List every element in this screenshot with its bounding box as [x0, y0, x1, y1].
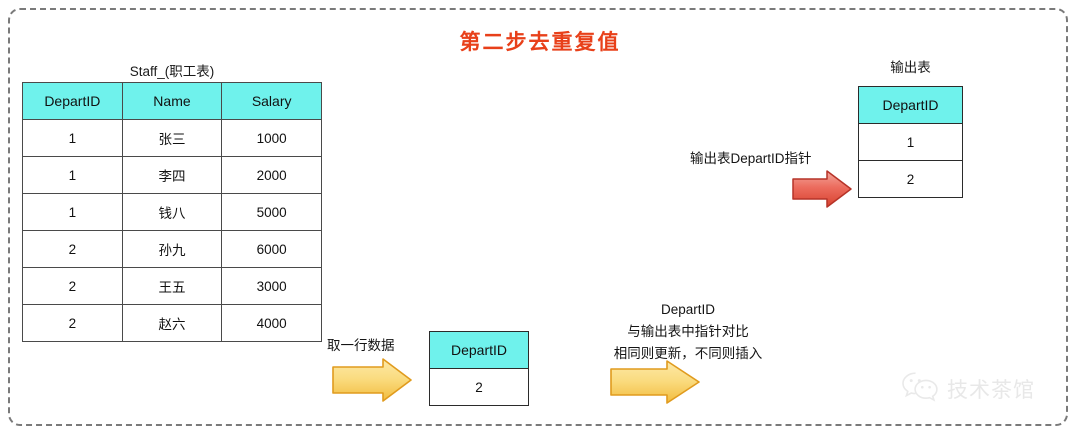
cell-departid: 2	[858, 160, 963, 198]
cell-salary: 2000	[221, 156, 322, 194]
compare-note-line-1: DepartID	[660, 302, 716, 317]
table-row: 1 张三 1000	[22, 119, 322, 157]
fetch-row-label: 取一行数据	[327, 338, 395, 353]
cell-departid: 1	[858, 123, 963, 161]
cell-salary: 6000	[221, 230, 322, 268]
compare-note-line-2: 与输出表中指针对比	[627, 324, 749, 339]
column-header-departid: DepartID	[429, 331, 529, 369]
table-row: 2 赵六 4000	[22, 304, 322, 342]
column-header-salary: Salary	[221, 82, 322, 120]
table-row: 1	[858, 123, 963, 161]
column-header-departid: DepartID	[22, 82, 123, 120]
cell-name: 孙九	[121, 230, 223, 268]
table-header-row: DepartID	[858, 86, 963, 124]
cell-departid: 2	[429, 368, 529, 406]
wechat-icon	[900, 370, 940, 407]
cell-departid: 1	[22, 119, 123, 157]
right-arrow-red-icon	[791, 168, 853, 215]
cell-departid: 1	[22, 193, 123, 231]
table-row: 1 李四 2000	[22, 156, 322, 194]
table-row: 1 钱八 5000	[22, 193, 322, 231]
cell-departid: 2	[22, 230, 123, 268]
right-arrow-yellow-icon	[609, 358, 701, 411]
table-header-row: DepartID	[429, 331, 529, 369]
cell-name: 王五	[121, 267, 223, 305]
table-row: 2 王五 3000	[22, 267, 322, 305]
cell-name: 李四	[121, 156, 223, 194]
column-header-name: Name	[121, 82, 223, 120]
cell-salary: 4000	[221, 304, 322, 342]
table-row: 2 孙九 6000	[22, 230, 322, 268]
output-table: DepartID 1 2	[858, 86, 963, 198]
staff-table: DepartID Name Salary 1 张三 1000 1 李四 2000…	[22, 82, 322, 342]
cell-departid: 2	[22, 267, 123, 305]
cell-salary: 1000	[221, 119, 322, 157]
table-row: 2	[858, 160, 963, 198]
compare-note: DepartID 与输出表中指针对比 相同则更新，不同则插入	[563, 299, 813, 365]
output-table-caption: 输出表	[890, 60, 931, 75]
watermark: 技术茶馆	[900, 370, 1035, 407]
cell-salary: 3000	[221, 267, 322, 305]
page-title: 第二步去重复值	[459, 29, 621, 54]
right-arrow-yellow-icon	[331, 357, 413, 408]
table-header-row: DepartID Name Salary	[22, 82, 322, 120]
table-row: 2	[429, 368, 529, 406]
dashed-border-frame	[8, 8, 1068, 426]
cell-name: 赵六	[121, 304, 223, 342]
staff-table-caption: Staff_(职工表)	[129, 64, 215, 79]
cell-name: 钱八	[121, 193, 223, 231]
watermark-text: 技术茶馆	[947, 377, 1035, 402]
fetched-row-table: DepartID 2	[429, 331, 529, 406]
cell-name: 张三	[121, 119, 223, 157]
cell-departid: 1	[22, 156, 123, 194]
output-pointer-label: 输出表DepartID指针	[690, 151, 812, 166]
cell-departid: 2	[22, 304, 123, 342]
cell-salary: 5000	[221, 193, 322, 231]
compare-note-line-3: 相同则更新，不同则插入	[613, 346, 763, 361]
column-header-departid: DepartID	[858, 86, 963, 124]
